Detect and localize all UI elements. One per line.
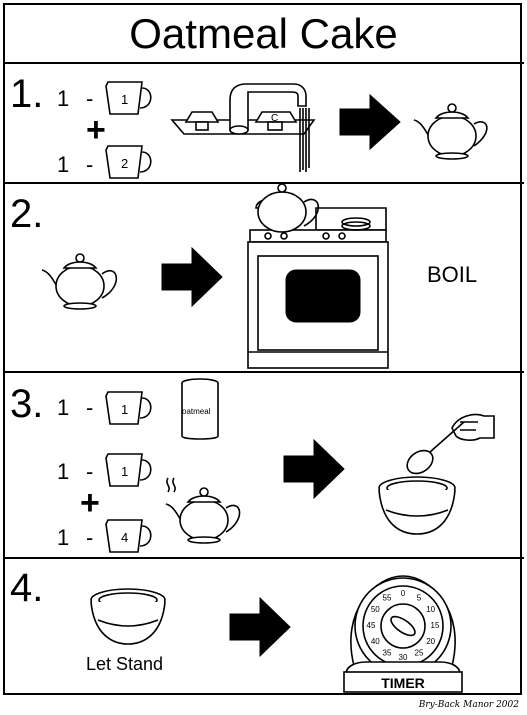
teapot-icon	[413, 103, 488, 160]
step-number: 4.	[10, 566, 44, 610]
page-title: Oatmeal Cake	[129, 10, 398, 57]
cup-size: 2	[121, 156, 128, 171]
faucet-icon: C	[170, 83, 316, 172]
timer-tick-label: 10	[426, 605, 435, 614]
bowl-icon	[90, 588, 166, 645]
quantity: 1	[57, 152, 70, 177]
dash: -	[86, 525, 94, 550]
teapot-icon	[41, 253, 118, 310]
measuring-cup-icon: 4	[105, 519, 152, 553]
measuring-cup-icon: 1	[105, 453, 152, 487]
measuring-cup-icon: 2	[105, 145, 152, 179]
timer-tick-label: 20	[426, 637, 435, 646]
quantity: 1	[57, 525, 70, 550]
step-number: 2.	[10, 192, 44, 236]
teapot-icon	[165, 477, 241, 544]
dash: -	[86, 395, 94, 420]
action-label: Let Stand	[86, 654, 164, 674]
quantity: 1	[57, 459, 70, 484]
plus-sign: +	[80, 484, 100, 522]
arrow-right-icon	[161, 246, 223, 308]
timer-label: TIMER	[381, 675, 425, 691]
arrow-right-icon	[229, 596, 291, 658]
page-frame	[3, 3, 522, 695]
cup-size: 1	[121, 464, 128, 479]
measuring-cup-icon: 1	[105, 391, 152, 425]
timer-tick-label: 40	[371, 637, 380, 646]
plus-sign: +	[86, 111, 106, 149]
timer-tick-label: 30	[399, 653, 408, 662]
dash: -	[86, 86, 94, 111]
divider	[3, 371, 524, 373]
step-number: 3.	[10, 382, 44, 426]
action-label: BOIL	[427, 262, 478, 287]
cup-size: 4	[121, 530, 128, 545]
timer-tick-label: 0	[401, 589, 406, 598]
step-number: 1.	[10, 72, 44, 116]
quantity: 1	[57, 86, 70, 111]
faucet-label: C	[271, 113, 278, 124]
quantity: 1	[57, 395, 70, 420]
cup-size: 1	[121, 92, 128, 107]
dash: -	[86, 459, 94, 484]
arrow-right-icon	[339, 93, 401, 151]
bowl-icon	[378, 476, 456, 535]
divider	[3, 557, 524, 559]
timer-tick-label: 45	[367, 621, 376, 630]
divider	[3, 182, 524, 184]
timer-tick-label: 55	[383, 593, 392, 602]
credit: Bry-Back Manor 2002	[418, 700, 519, 710]
timer-tick-label: 25	[415, 649, 424, 658]
canister-label: oatmeal	[182, 407, 211, 416]
arrow-right-icon	[283, 438, 345, 500]
oatmeal-canister-icon: oatmeal	[181, 378, 219, 440]
timer-tick-label: 35	[383, 649, 392, 658]
cup-size: 1	[121, 402, 128, 417]
timer-tick-label: 50	[371, 605, 380, 614]
timer-tick-label: 15	[431, 621, 440, 630]
divider	[3, 62, 524, 64]
spoon-hand-icon	[406, 413, 495, 475]
timer-tick-label: 5	[417, 593, 422, 602]
stove-icon	[247, 183, 389, 369]
measuring-cup-icon: 1	[105, 81, 152, 115]
dash: -	[86, 152, 94, 177]
